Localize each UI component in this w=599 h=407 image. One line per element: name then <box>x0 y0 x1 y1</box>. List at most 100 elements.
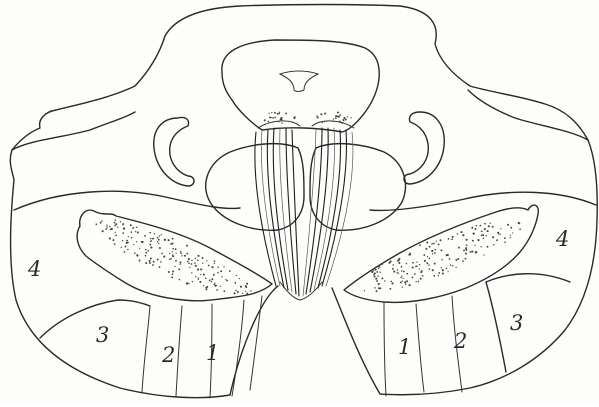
stipple-dot <box>192 281 193 282</box>
stipple-dot <box>433 275 435 277</box>
stipple-dot <box>268 121 270 123</box>
stipple-dot <box>195 258 196 259</box>
label-right-1: 1 <box>398 335 411 359</box>
left-segment-line-a <box>40 300 150 338</box>
stipple-dot <box>223 266 224 267</box>
stipple-dot <box>161 253 163 255</box>
stipple-dot <box>416 265 418 267</box>
stipple-dot <box>191 263 193 265</box>
stipple-dot <box>322 122 324 124</box>
stipple-dot <box>500 228 501 229</box>
stipple-dot <box>326 120 328 122</box>
right-substantia-nigra <box>344 205 538 302</box>
stipple-dot <box>382 264 383 265</box>
stipple-dot <box>246 286 248 288</box>
fibre-line <box>267 130 284 288</box>
stipple-dot <box>429 246 431 248</box>
stipple-dot <box>375 278 377 280</box>
stipple-dot <box>339 121 341 123</box>
stipple-dot <box>126 240 128 242</box>
stipple-dot <box>175 252 176 253</box>
stipple-dot <box>205 278 207 280</box>
stipple-dot <box>441 250 443 252</box>
stipple-dot <box>463 249 465 251</box>
stipple-dot <box>216 289 218 291</box>
right-curl <box>404 112 444 184</box>
stipple-dot <box>171 276 173 278</box>
stipple-dot <box>336 115 338 117</box>
stipple-dot <box>142 241 144 243</box>
stipple-dot <box>114 225 116 227</box>
stipple-dot <box>442 272 444 274</box>
stipple-dot <box>101 220 103 222</box>
stipple-dot <box>139 260 141 262</box>
stipple-dot <box>149 262 151 264</box>
stipple-dot <box>172 248 174 250</box>
stipple-dot <box>147 250 149 252</box>
stipple-dot <box>268 113 269 114</box>
stipple-dot <box>490 223 491 224</box>
stipple-dot <box>512 232 513 233</box>
stipple-dot <box>226 280 228 282</box>
stipple-dot <box>429 268 431 270</box>
stipple-dot <box>333 118 334 119</box>
stipple-dot <box>397 273 398 274</box>
stipple-dot <box>401 270 402 271</box>
stipple-dot <box>492 236 494 238</box>
stipple-dot <box>484 228 486 230</box>
stipple-dot <box>191 272 192 273</box>
stipple-dot <box>246 283 248 285</box>
stipple-dot <box>216 285 217 286</box>
stipple-dot <box>184 255 186 257</box>
stipple-dot <box>197 255 199 257</box>
stipple-dot <box>106 225 107 226</box>
stipple-dot <box>172 270 174 272</box>
stipple-dot <box>471 227 473 229</box>
stipple-dot <box>416 281 417 282</box>
stipple-dot <box>472 240 474 242</box>
stipple-dot <box>476 225 478 227</box>
stipple-dot <box>233 292 235 294</box>
stipple-dot <box>481 231 483 233</box>
stipple-dot <box>364 290 365 291</box>
stipple-dot <box>373 270 375 272</box>
stipple-dot <box>159 235 160 236</box>
stipple-dot <box>131 237 133 239</box>
stipple-dot <box>504 241 506 243</box>
label-right-3: 3 <box>510 311 523 335</box>
stipple-dot <box>431 250 433 252</box>
stipple-dot <box>452 265 453 266</box>
stipple-dot <box>159 247 161 249</box>
stipple-dot <box>316 115 317 116</box>
stipple-dot <box>434 252 436 254</box>
stipple-dot <box>412 266 414 268</box>
stipple-dot <box>391 282 393 284</box>
stipple-dot <box>294 116 295 117</box>
stipple-dot <box>469 251 471 253</box>
stipple-dot <box>347 116 348 117</box>
stipple-dot <box>390 260 392 262</box>
stipple-dot <box>474 245 475 246</box>
stipple-dot <box>189 267 190 268</box>
stipple-dot <box>109 226 110 227</box>
stippling <box>95 112 520 295</box>
stipple-dot <box>213 274 215 276</box>
stipple-dot <box>130 224 132 226</box>
stipple-dot <box>504 237 506 239</box>
stipple-dot <box>447 271 448 272</box>
stipple-dot <box>157 237 159 239</box>
stipple-dot <box>150 238 151 239</box>
stipple-dot <box>170 258 172 260</box>
stipple-dot <box>457 258 459 260</box>
stipple-dot <box>412 277 414 279</box>
stipple-dot <box>152 264 154 266</box>
stipple-dot <box>264 119 266 121</box>
stipple-dot <box>438 243 440 245</box>
stipple-dot <box>450 264 451 265</box>
label-right-2: 2 <box>453 329 467 353</box>
stipple-dot <box>220 286 221 287</box>
stipple-dot <box>180 261 182 263</box>
stipple-dot <box>186 245 188 247</box>
central-gray-matter <box>222 40 379 132</box>
